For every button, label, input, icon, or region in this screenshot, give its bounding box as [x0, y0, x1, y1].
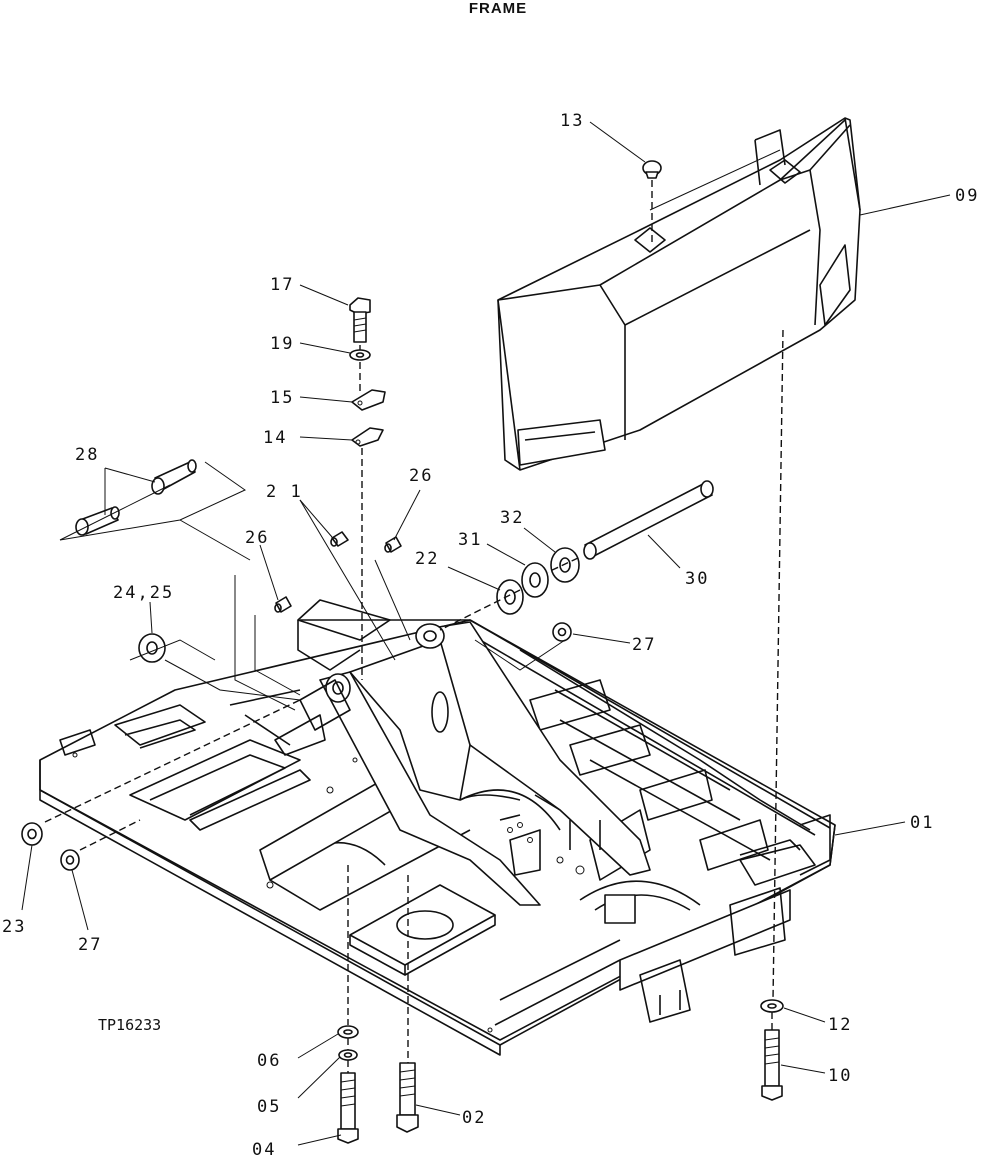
part-26-pin-a [274, 596, 292, 613]
part-31-washer [521, 562, 549, 598]
part-27-nut-b [60, 849, 80, 871]
part-24-25-washer [138, 633, 166, 663]
part-26-pin-b [384, 536, 402, 553]
callout-02: 02 [462, 1108, 486, 1128]
part-30-pin [583, 480, 714, 560]
part-05-lock-washer [338, 1049, 358, 1061]
callout-26-lower: 26 [245, 528, 269, 548]
part-15-plate [351, 389, 386, 411]
callout-09: 09 [955, 186, 979, 206]
part-23-nut [21, 822, 43, 846]
callout-28: 28 [75, 445, 99, 465]
callout-06: 06 [257, 1051, 281, 1071]
callout-01: 01 [910, 813, 934, 833]
callout-labels: 13 09 17 19 15 14 28 2 1 26 26 32 31 22 … [2, 111, 979, 1157]
callout-05: 05 [257, 1097, 281, 1117]
part-27-nut-a [552, 622, 572, 642]
callout-10: 10 [828, 1066, 852, 1086]
part-13-cap [642, 160, 662, 179]
callout-24-25: 24,25 [113, 583, 174, 603]
callout-22: 22 [415, 549, 439, 569]
callout-04: 04 [252, 1140, 276, 1157]
part-19-washer [349, 349, 371, 361]
callout-31: 31 [458, 530, 482, 550]
part-17-bolt [349, 297, 371, 343]
callout-14: 14 [263, 428, 287, 448]
assembly-lines [44, 149, 784, 1073]
part-14-plate [351, 427, 384, 447]
part-04-bolt [337, 1072, 359, 1144]
callout-27-lower: 27 [78, 935, 102, 955]
callout-13: 13 [560, 111, 584, 131]
callout-23: 23 [2, 917, 26, 937]
counterweight [497, 117, 861, 471]
part-22-washer [496, 579, 524, 615]
part-12-washer [760, 999, 784, 1013]
reference-number: TP16233 [98, 1016, 161, 1034]
callout-27-upper: 27 [632, 635, 656, 655]
part-28-pins [59, 459, 251, 561]
part-21-pin [330, 531, 349, 547]
callout-30: 30 [685, 569, 709, 589]
boom-bracket [274, 599, 651, 906]
callout-21: 2 1 [266, 482, 303, 502]
callout-26-upper: 26 [409, 466, 433, 486]
callout-19: 19 [270, 334, 294, 354]
callout-32: 32 [500, 508, 524, 528]
part-06-washer [337, 1025, 359, 1039]
callout-17: 17 [270, 275, 294, 295]
part-02-bolt [396, 1062, 419, 1133]
part-32-washer [550, 547, 580, 583]
leader-lines [21, 121, 951, 1146]
part-10-bolt [761, 1029, 783, 1101]
callout-15: 15 [270, 388, 294, 408]
diagram-title: FRAME [468, 0, 528, 17]
callout-12: 12 [828, 1015, 852, 1035]
